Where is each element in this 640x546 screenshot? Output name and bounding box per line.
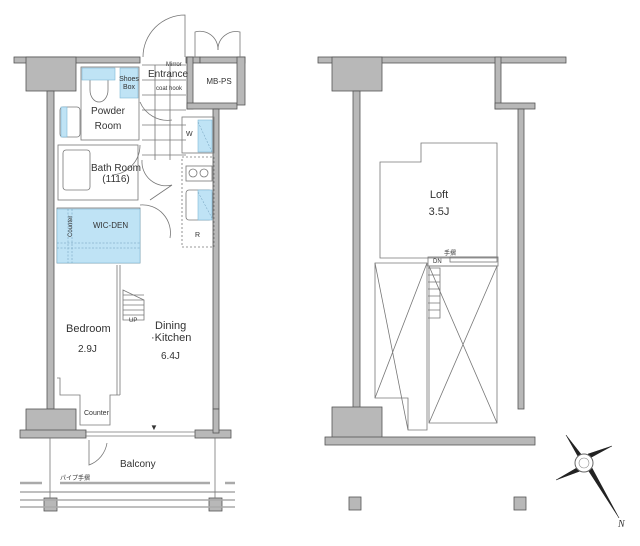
compass-rose: [555, 434, 620, 519]
label-handrail: 手摺: [444, 251, 457, 257]
label-loft-size: 3.5J: [428, 206, 450, 218]
label-refrigerator: R: [195, 232, 201, 239]
arrow-entry-icon: ▼: [150, 423, 158, 432]
column-top-left: [25, 56, 77, 92]
label-entrance: Entrance: [148, 69, 189, 80]
label-bath-room: Bath Room: [90, 163, 142, 174]
label-loft: Loft: [429, 189, 449, 201]
label-wic-den: WIC-DEN: [93, 221, 129, 230]
label-washer: W: [186, 131, 193, 138]
label-mirror: Mirror: [166, 62, 182, 68]
label-stair-up: UP: [129, 318, 138, 324]
label-counter: Counter: [84, 410, 109, 417]
label-dining: Dining: [155, 320, 187, 332]
label-bedroom-size: 2.9J: [78, 344, 97, 355]
label-stair-down: DN: [433, 259, 442, 265]
label-bath-size: (1116): [102, 174, 130, 185]
label-shoes-box-1: Shoes: [119, 76, 139, 83]
label-bedroom: Bedroom: [66, 323, 111, 335]
label-powder-room-1: Powder: [91, 106, 125, 117]
label-powder-room-2: Room: [94, 121, 122, 132]
label-shoes-box-2: Box: [122, 84, 136, 91]
label-dining-kitchen-size: 6.4J: [161, 351, 180, 362]
label-coat-hook: coat hook: [156, 86, 183, 92]
label-counter-vertical: Counter: [68, 215, 74, 237]
wall-top-left: [13, 56, 141, 64]
label-kitchen: ·Kitchen: [151, 332, 192, 344]
compass-north-label: N: [618, 519, 625, 530]
label-pipe-handrail: パイプ手摺: [60, 476, 91, 482]
label-balcony: Balcony: [120, 459, 156, 470]
label-mb-ps: MB-PS: [206, 77, 232, 86]
